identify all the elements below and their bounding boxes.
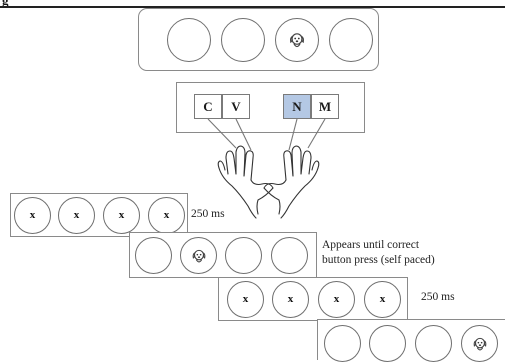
puppy-icon [189, 246, 209, 266]
placeholder-circle [369, 325, 406, 362]
fixation-circle: x [318, 281, 355, 318]
fixation-x: x [243, 294, 249, 305]
self-paced-note-line2: button press (self paced) [322, 253, 435, 267]
self-paced-note-line1: Appears until correct [322, 238, 419, 252]
fixation-x: x [30, 210, 36, 221]
fixation-x: x [334, 294, 340, 305]
fixation-x: x [380, 294, 386, 305]
fixation-circle: x [103, 197, 140, 234]
fixation-x: x [119, 210, 125, 221]
fixation-circle: x [58, 197, 95, 234]
fixation-frame: x x x x [10, 193, 188, 237]
placeholder-circle [225, 237, 262, 274]
fixation-x: x [164, 210, 170, 221]
target-frame [129, 232, 317, 278]
placeholder-circle [135, 237, 172, 274]
target-circle [180, 237, 217, 274]
placeholder-circle [415, 325, 452, 362]
fixation-circle: x [364, 281, 401, 318]
duration-label: 250 ms [421, 290, 455, 304]
puppy-icon [470, 334, 490, 354]
fixation-x: x [74, 210, 80, 221]
fixation-circle: x [272, 281, 309, 318]
placeholder-circle [324, 325, 361, 362]
placeholder-circle [271, 237, 308, 274]
target-circle [461, 325, 498, 362]
next-target-frame [317, 319, 505, 360]
duration-label: 250 ms [191, 207, 225, 221]
fixation-circle: x [227, 281, 264, 318]
fixation-x: x [288, 294, 294, 305]
fixation-circle: x [148, 197, 185, 234]
fixation-circle: x [14, 197, 51, 234]
fixation-frame: x x x x [218, 277, 408, 321]
